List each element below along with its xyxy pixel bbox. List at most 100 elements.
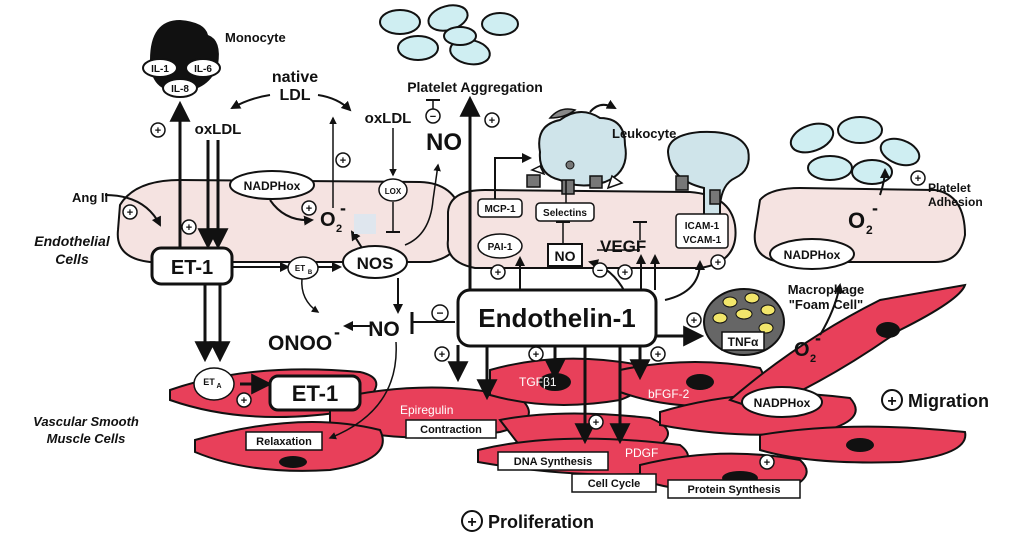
relaxation-label: Relaxation bbox=[256, 436, 312, 448]
migration-plus-circle bbox=[881, 389, 903, 411]
eta-label: ET bbox=[203, 377, 215, 387]
platelet-adhesion-label-2: Adhesion bbox=[928, 195, 983, 209]
svg-text:−: − bbox=[436, 306, 443, 320]
oxldl-left-label: oxLDL bbox=[195, 121, 242, 138]
svg-text:+: + bbox=[155, 125, 161, 137]
svg-text:+: + bbox=[533, 349, 539, 361]
nadphox-left-oval bbox=[229, 170, 315, 200]
svg-text:O: O bbox=[794, 339, 810, 361]
et1-bottom-box bbox=[268, 374, 362, 412]
plus-marker: + bbox=[122, 204, 138, 220]
svg-text:+: + bbox=[691, 315, 697, 327]
svg-text:+: + bbox=[439, 349, 445, 361]
superoxide-left: O 2 - bbox=[320, 198, 346, 235]
protein-synthesis-label: Protein Synthesis bbox=[688, 484, 781, 496]
svg-text:+: + bbox=[495, 267, 501, 279]
svg-text:-: - bbox=[872, 198, 878, 218]
et1-bottom-label: ET-1 bbox=[292, 381, 338, 406]
nadphox-left-label: NADPHox bbox=[244, 179, 301, 193]
endothelin1-box bbox=[456, 288, 658, 348]
relaxation-box bbox=[245, 431, 323, 451]
platelet-adhesion-label-1: Platelet bbox=[928, 181, 971, 195]
tnfa-label: TNFα bbox=[728, 335, 759, 349]
svg-text:2: 2 bbox=[866, 223, 873, 237]
vcam1-label: VCAM-1 bbox=[683, 235, 722, 246]
selectins-box bbox=[535, 202, 595, 222]
svg-text:+: + bbox=[715, 257, 721, 269]
svg-text:-: - bbox=[340, 198, 346, 218]
contraction-box bbox=[405, 419, 497, 439]
et1-top-box bbox=[150, 246, 234, 286]
platelets-right bbox=[789, 116, 921, 185]
contraction-label: Contraction bbox=[420, 424, 482, 436]
leukocyte-label: Leukocyte bbox=[612, 126, 676, 141]
svg-text:+: + bbox=[467, 514, 476, 531]
endothelial-label-1: Endothelial bbox=[34, 233, 111, 249]
svg-text:O: O bbox=[848, 208, 865, 233]
nos-oval bbox=[342, 245, 408, 279]
cell-cycle-box bbox=[571, 473, 657, 493]
svg-text:+: + bbox=[593, 417, 599, 429]
mcp1-box bbox=[477, 198, 523, 218]
eta-oval bbox=[193, 367, 235, 401]
il1-label: IL-1 bbox=[151, 64, 169, 75]
no-mid-label: NO bbox=[368, 318, 400, 341]
svg-text:+: + bbox=[340, 155, 346, 167]
adherent-cell bbox=[666, 130, 750, 223]
macrophage-label-1: Macrophage bbox=[788, 282, 865, 297]
selectins-label: Selectins bbox=[543, 208, 587, 219]
svg-text:+: + bbox=[241, 395, 247, 407]
ang2-label: Ang II bbox=[72, 190, 108, 205]
minus-marker: − bbox=[425, 108, 441, 124]
svg-text:+: + bbox=[622, 267, 628, 279]
macrophage-label-2: "Foam Cell" bbox=[789, 297, 863, 312]
no-top-label: NO bbox=[426, 129, 462, 156]
svg-text:+: + bbox=[127, 207, 133, 219]
bfgf2-label: bFGF-2 bbox=[648, 387, 690, 401]
cell-cycle-label: Cell Cycle bbox=[588, 478, 641, 490]
plus-marker: + bbox=[588, 414, 604, 430]
epiregulin-label: Epiregulin bbox=[400, 403, 453, 417]
svg-text:+: + bbox=[915, 173, 921, 185]
svg-text:+: + bbox=[489, 115, 495, 127]
pai1-label: PAI-1 bbox=[488, 242, 513, 253]
nadphox-right-oval bbox=[769, 238, 855, 270]
svg-text:+: + bbox=[186, 222, 192, 234]
oxldl-right-label: oxLDL bbox=[365, 110, 412, 127]
plus-marker: + bbox=[301, 200, 317, 216]
platelets-top bbox=[379, 4, 519, 66]
proliferation-plus-circle bbox=[461, 510, 483, 532]
il6-label: IL-6 bbox=[194, 64, 212, 75]
vsmc-label-1: Vascular Smooth bbox=[33, 414, 139, 429]
nadphox-right-label: NADPHox bbox=[784, 248, 841, 262]
svg-text:−: − bbox=[430, 111, 436, 123]
eta-sub-label: A bbox=[216, 383, 221, 390]
svg-text:2: 2 bbox=[336, 223, 342, 235]
leukocyte-cell bbox=[526, 108, 627, 195]
plus-marker: + bbox=[335, 152, 351, 168]
lox-oval bbox=[378, 178, 408, 202]
macrophage-foam-cell: TNFα bbox=[703, 288, 785, 356]
plus-marker: + bbox=[434, 346, 450, 362]
svg-text:2: 2 bbox=[810, 353, 816, 365]
tgfb1-label: TGFβ1 bbox=[519, 375, 557, 389]
proliferation-label: Proliferation bbox=[488, 512, 594, 532]
etb-sub-label: B bbox=[308, 270, 313, 276]
dna-synthesis-label: DNA Synthesis bbox=[514, 456, 592, 468]
plus-marker: + bbox=[710, 254, 726, 270]
svg-text:-: - bbox=[334, 322, 340, 342]
migration-label: Migration bbox=[908, 391, 989, 411]
etb-label: ET bbox=[295, 264, 305, 273]
etb-oval bbox=[287, 256, 319, 280]
icam1-label: ICAM-1 bbox=[685, 221, 720, 232]
native-label: native bbox=[272, 69, 318, 86]
endothelin1-label: Endothelin-1 bbox=[478, 303, 635, 333]
svg-text:+: + bbox=[306, 203, 312, 215]
il8-label: IL-8 bbox=[171, 84, 189, 95]
plus-marker: + bbox=[528, 346, 544, 362]
superoxide-mid: O 2 - bbox=[794, 328, 821, 365]
plus-marker: + bbox=[686, 312, 702, 328]
endothelial-label-2: Cells bbox=[55, 251, 89, 267]
lox-label: LOX bbox=[385, 187, 402, 196]
